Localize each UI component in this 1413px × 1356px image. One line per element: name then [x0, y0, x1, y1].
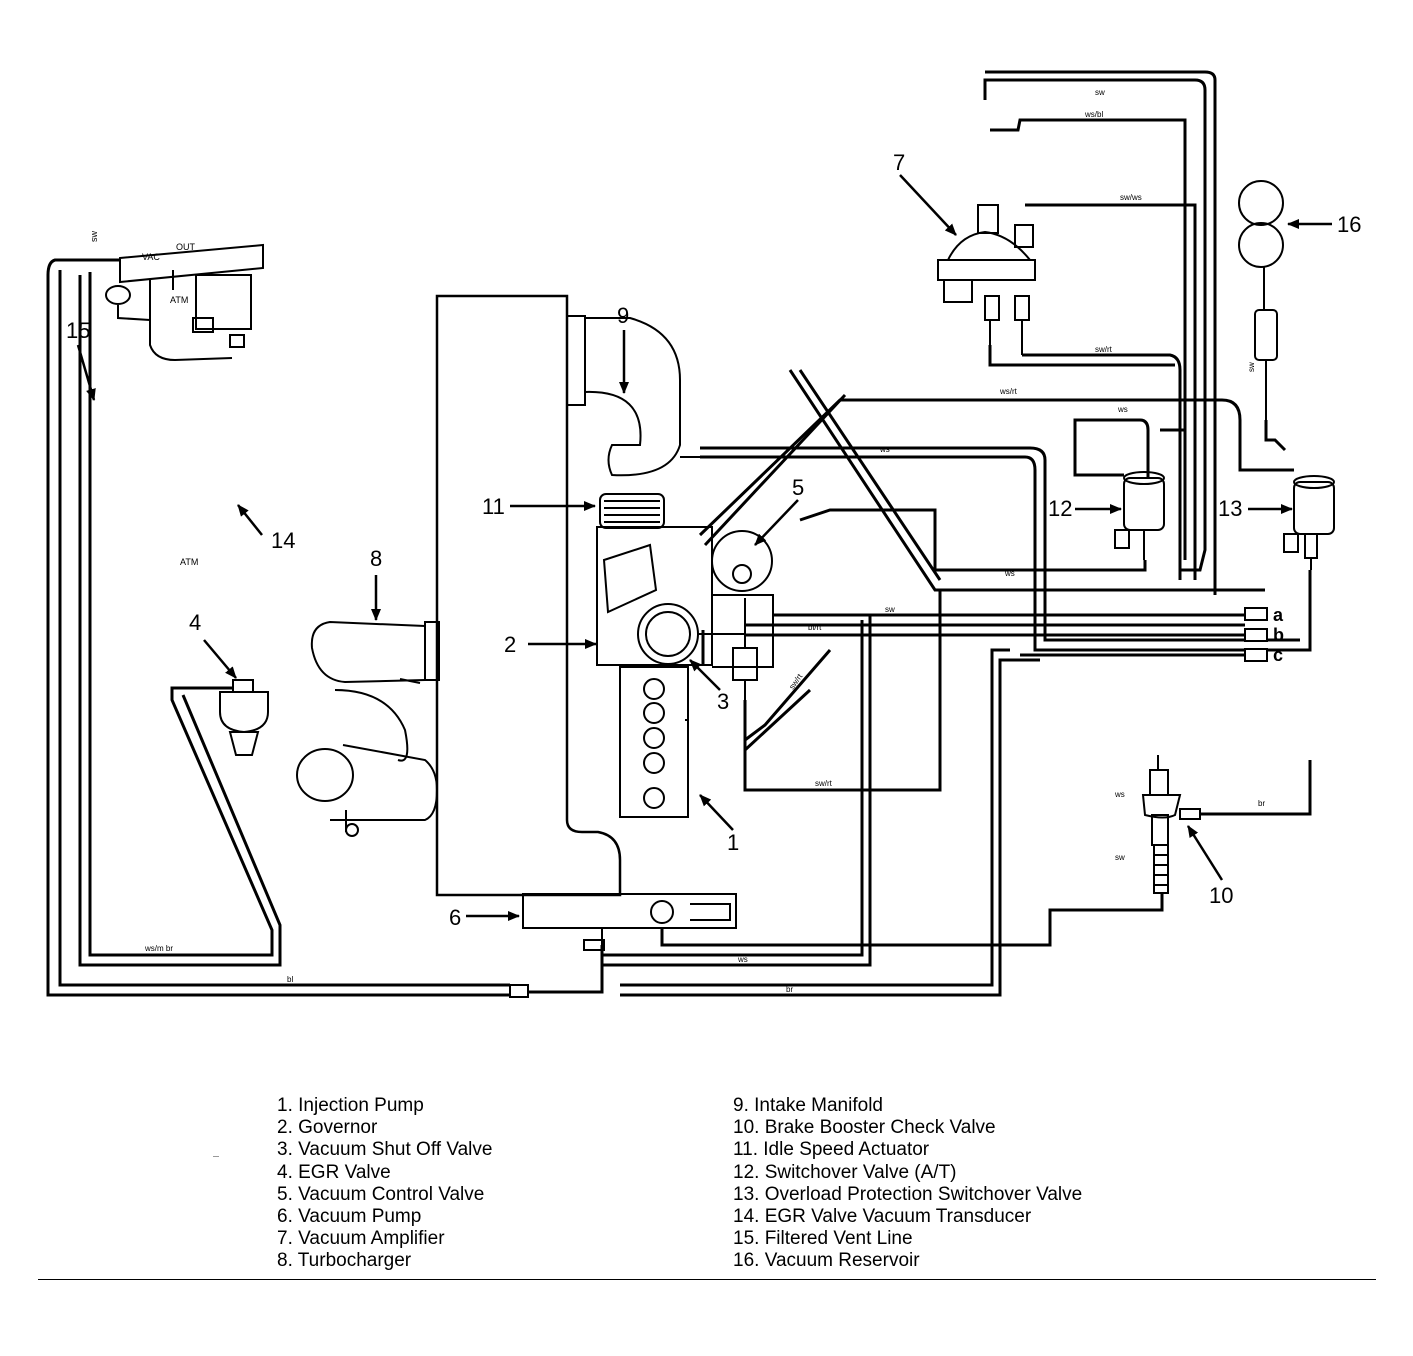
callout-arrows [76, 174, 1332, 921]
legend-item: 3. Vacuum Shut Off Valve [277, 1139, 493, 1161]
wire-code: ws [879, 445, 890, 454]
intake-manifold-body [435, 294, 622, 897]
wire-code: br [1258, 799, 1265, 808]
callout-1: 1 [727, 830, 739, 855]
vacuum-pump [522, 893, 737, 951]
out-port-label: OUT [176, 242, 196, 252]
vac-port-label: VAC [142, 252, 160, 262]
vacuum-system-diagram: 1 2 3 4 5 6 7 8 9 10 11 12 13 14 15 16 s… [46, 70, 1361, 998]
atm-port-label: ATM [170, 295, 188, 305]
legend-item: 12. Switchover Valve (A/T) [733, 1161, 957, 1183]
legend-item: 9. Intake Manifold [733, 1095, 883, 1116]
callout-9: 9 [617, 303, 629, 328]
wire-code: ws [1117, 405, 1128, 414]
legend-item: 14. EGR Valve Vacuum Transducer [733, 1206, 1032, 1228]
callout-12: 12 [1048, 496, 1072, 521]
callout-4: 4 [189, 610, 201, 635]
wire-code: sw/ws [1120, 193, 1142, 202]
wire-code: ws [737, 955, 748, 964]
callout-10: 10 [1209, 883, 1233, 908]
atm-port-label: ATM [180, 557, 198, 567]
governor [596, 526, 713, 666]
wire-code: br [786, 985, 793, 994]
legend-left-column: 1. Injection Pump 2. Governor 3. Vacuum … [277, 1095, 492, 1273]
legend-right-column: 9. Intake Manifold 10. Brake Booster Che… [733, 1095, 1082, 1273]
wire-code: sw/rt [1095, 345, 1113, 354]
wire-code: sw [1247, 362, 1256, 372]
footer-divider [38, 1279, 1376, 1280]
legend-item: 15. Filtered Vent Line [733, 1228, 913, 1250]
legend-item: 6. Vacuum Pump [277, 1206, 422, 1228]
legend-item: 2. Governor [277, 1117, 378, 1139]
terminal-b: b [1273, 625, 1284, 645]
legend-item: 4. EGR Valve [277, 1161, 391, 1183]
callout-5: 5 [792, 475, 804, 500]
legend-item: 11. Idle Speed Actuator [733, 1139, 930, 1161]
injection-pump [619, 666, 689, 818]
vacuum-control-valve [711, 530, 774, 700]
stray-mark [213, 1156, 219, 1157]
wire-code: bl/rt [808, 623, 822, 632]
callout-7: 7 [893, 150, 905, 175]
egr-valve [219, 679, 269, 756]
legend-item: 16. Vacuum Reservoir [733, 1250, 920, 1272]
overload-protection-switchover-valve [1283, 475, 1335, 570]
callout-13: 13 [1218, 496, 1242, 521]
legend-item: 5. Vacuum Control Valve [277, 1183, 485, 1205]
terminal-c: c [1273, 645, 1283, 665]
callout-8: 8 [370, 546, 382, 571]
wire-code: ws/rt [999, 387, 1018, 396]
wire-code: ws/bl [1084, 110, 1103, 119]
legend-item: 8. Turbocharger [277, 1250, 412, 1272]
vacuum-hoses [46, 70, 1312, 998]
legend-item: 1. Injection Pump [277, 1095, 424, 1116]
legend-item: 13. Overload Protection Switchover Valve [733, 1183, 1083, 1205]
vacuum-amplifier [937, 204, 1036, 355]
wire-code: ws [1114, 790, 1125, 799]
callout-6: 6 [449, 905, 461, 930]
legend-item: 10. Brake Booster Check Valve [733, 1117, 996, 1139]
wire-code: bl [287, 975, 293, 984]
callout-11: 11 [482, 494, 505, 519]
wire-code: ws/m br [144, 944, 173, 953]
terminal-a: a [1273, 605, 1284, 625]
wire-code: ws [1004, 569, 1015, 578]
brake-booster-check-valve [1141, 755, 1201, 894]
wire-code: sw [1115, 853, 1125, 862]
turbocharger [296, 620, 440, 837]
egr-valve-vacuum-transducer [105, 243, 264, 362]
idle-speed-actuator [599, 493, 665, 529]
wire-code: sw/rt [815, 779, 833, 788]
wire-code: sw [885, 605, 895, 614]
callout-3: 3 [717, 689, 729, 714]
vacuum-reservoir [1238, 180, 1284, 420]
legend-item: 7. Vacuum Amplifier [277, 1228, 445, 1250]
wire-code: sw [1095, 88, 1105, 97]
vacuum-shut-off-valve [637, 603, 745, 665]
intake-manifold-elbow [567, 315, 700, 477]
callout-15: 15 [66, 318, 90, 343]
callout-14: 14 [271, 528, 295, 553]
switchover-valve-at [1114, 471, 1165, 560]
callout-2: 2 [504, 632, 516, 657]
callout-16: 16 [1337, 212, 1361, 237]
vent-line-label: sw [89, 231, 99, 243]
